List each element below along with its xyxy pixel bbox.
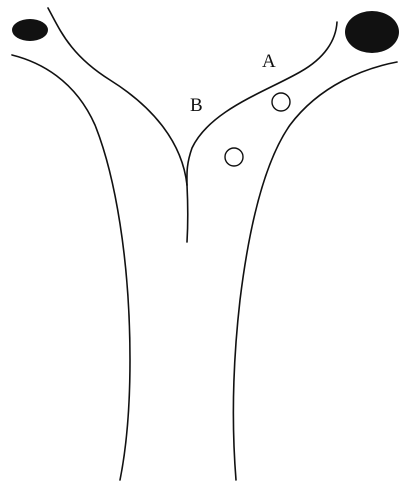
right-tip-blob xyxy=(345,11,399,53)
label-b: B xyxy=(190,95,203,116)
right-branch-inner-wall xyxy=(187,22,337,185)
outer-right-wall xyxy=(233,62,397,480)
label-a: A xyxy=(262,51,276,72)
outer-left-wall xyxy=(12,55,130,480)
left-tip-blob xyxy=(12,19,48,41)
left-branch-inner-wall xyxy=(48,8,187,185)
central-septum xyxy=(187,185,188,242)
open-circle-upper xyxy=(272,93,290,111)
open-circle-lower xyxy=(225,148,243,166)
